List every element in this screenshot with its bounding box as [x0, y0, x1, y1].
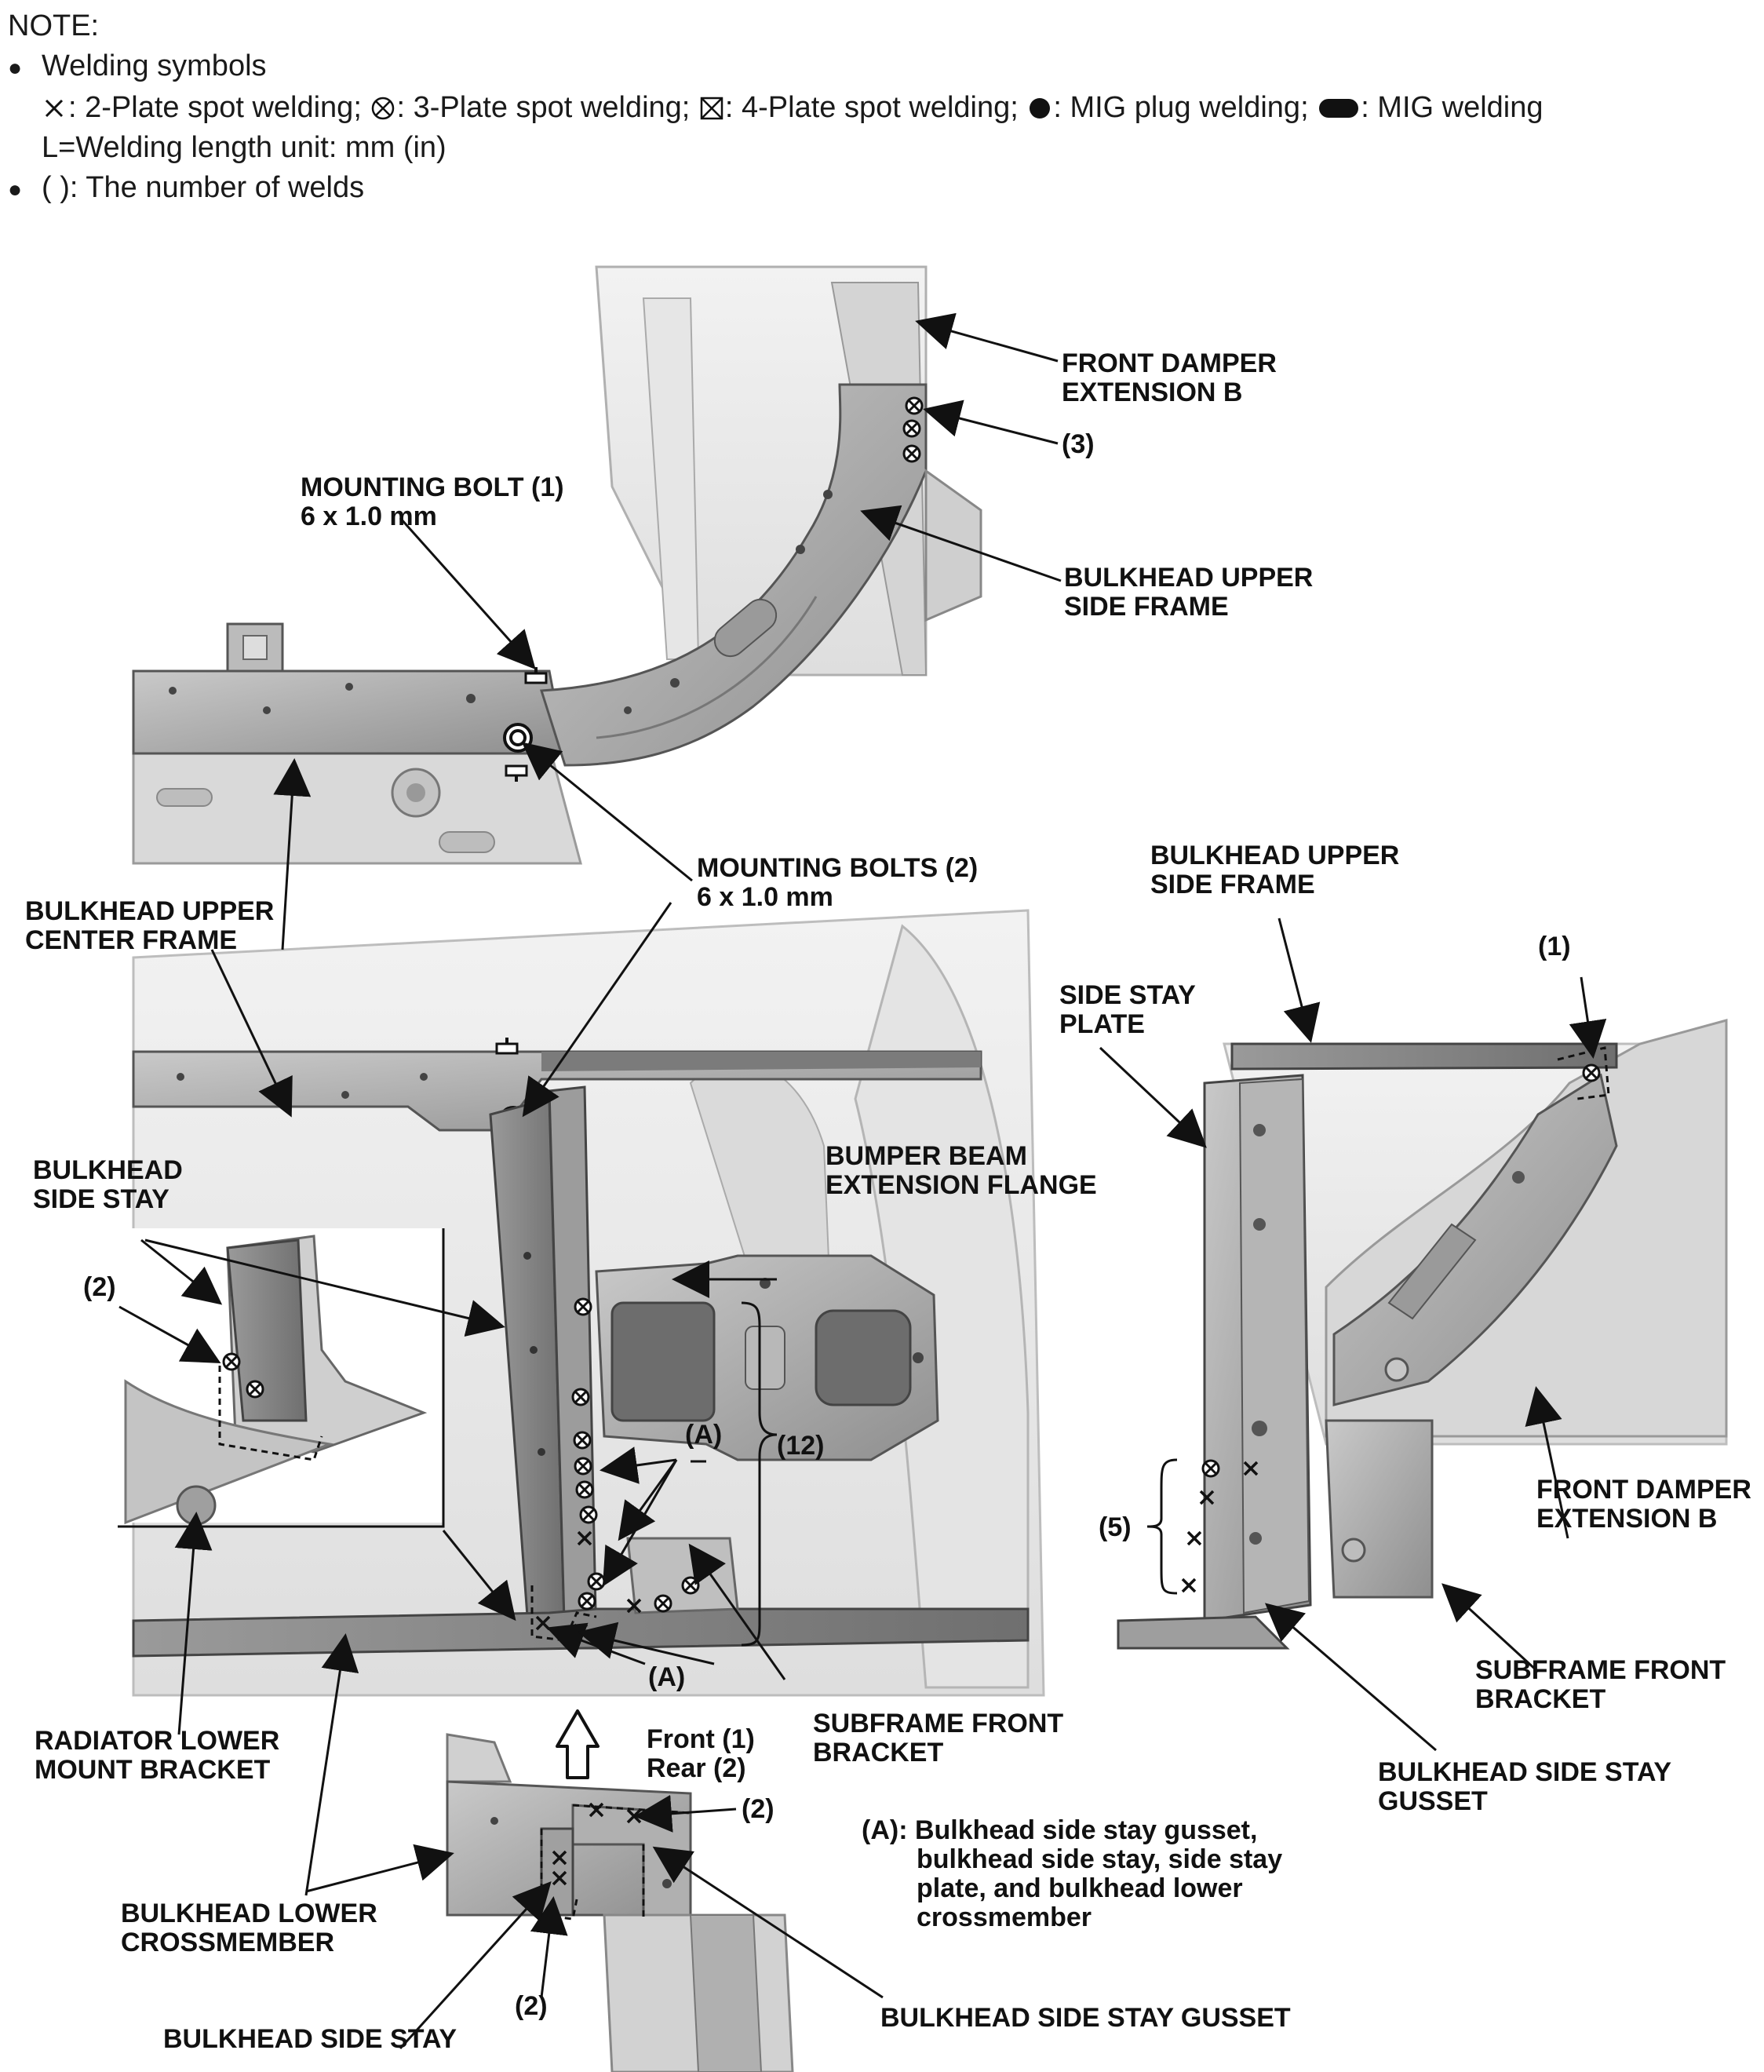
- side-stay-inset: [118, 1228, 445, 1528]
- spot-weld-3-plate-icon: [372, 97, 395, 120]
- bullet-dot-icon: ●: [8, 55, 23, 81]
- label-weld-count-3: (3): [1062, 429, 1095, 459]
- label-bulkhead-side-stay-bottom: BULKHEAD SIDE STAY: [163, 2024, 457, 2054]
- note-welding-symbols: Welding symbols: [42, 49, 267, 82]
- spot-weld-4-plate-icon: [700, 97, 723, 120]
- note-length-unit: L=Welding length unit: mm (in): [42, 131, 446, 164]
- label-mounting-bolt-1: MOUNTING BOLT (1)6 x 1.0 mm: [301, 472, 564, 531]
- label-weld-count-2-bottom: (2): [515, 1991, 548, 2021]
- label-group-A-description: (A): Bulkhead side stay gusset, bulkhead…: [862, 1815, 1283, 1932]
- leader-lines: [118, 312, 1607, 2050]
- label-weld-count-5: (5): [1099, 1512, 1132, 1542]
- bullet-dot-icon: ●: [8, 177, 23, 202]
- label-mounting-bolts-2: MOUNTING BOLTS (2)6 x 1.0 mm: [697, 853, 979, 912]
- spot-weld-2-plate-icon: [45, 99, 64, 118]
- label-weld-count-12: (12): [777, 1431, 825, 1461]
- legend-mig: : MIG welding: [1361, 91, 1544, 124]
- braces: [691, 1301, 778, 1647]
- label-weld-count-1: (1): [1538, 932, 1571, 961]
- legend-spot2: : 2-Plate spot welding;: [68, 91, 362, 124]
- symbol-legend: : 2-Plate spot welding; : 3-Plate spot w…: [8, 88, 1544, 128]
- welding-note: NOTE: ● Welding symbols : 2-Plate spot we…: [8, 6, 1544, 210]
- label-bulkhead-side-stay-gusset-bottom: BULKHEAD SIDE STAY GUSSET: [880, 2003, 1291, 2033]
- label-front-rear-count: Front (1)Rear (2): [647, 1724, 755, 1783]
- label-group-A-lower: (A): [648, 1662, 686, 1692]
- legend-plug: : MIG plug welding;: [1053, 91, 1309, 124]
- mig-plug-weld-icon: [1030, 98, 1051, 119]
- label-group-A-upper: (A): [685, 1420, 723, 1450]
- legend-spot4: : 4-Plate spot welding;: [724, 91, 1019, 124]
- note-number-of-welds: ( ): The number of welds: [42, 171, 365, 204]
- label-weld-count-2-bottom-right: (2): [742, 1794, 774, 1824]
- top-view: [132, 265, 982, 865]
- label-weld-count-2-inset: (2): [83, 1272, 116, 1302]
- mig-weld-icon: [1319, 99, 1359, 118]
- right-view: [1117, 1019, 1728, 1650]
- note-title: NOTE:: [8, 9, 100, 42]
- legend-spot3: : 3-Plate spot welding;: [396, 91, 691, 124]
